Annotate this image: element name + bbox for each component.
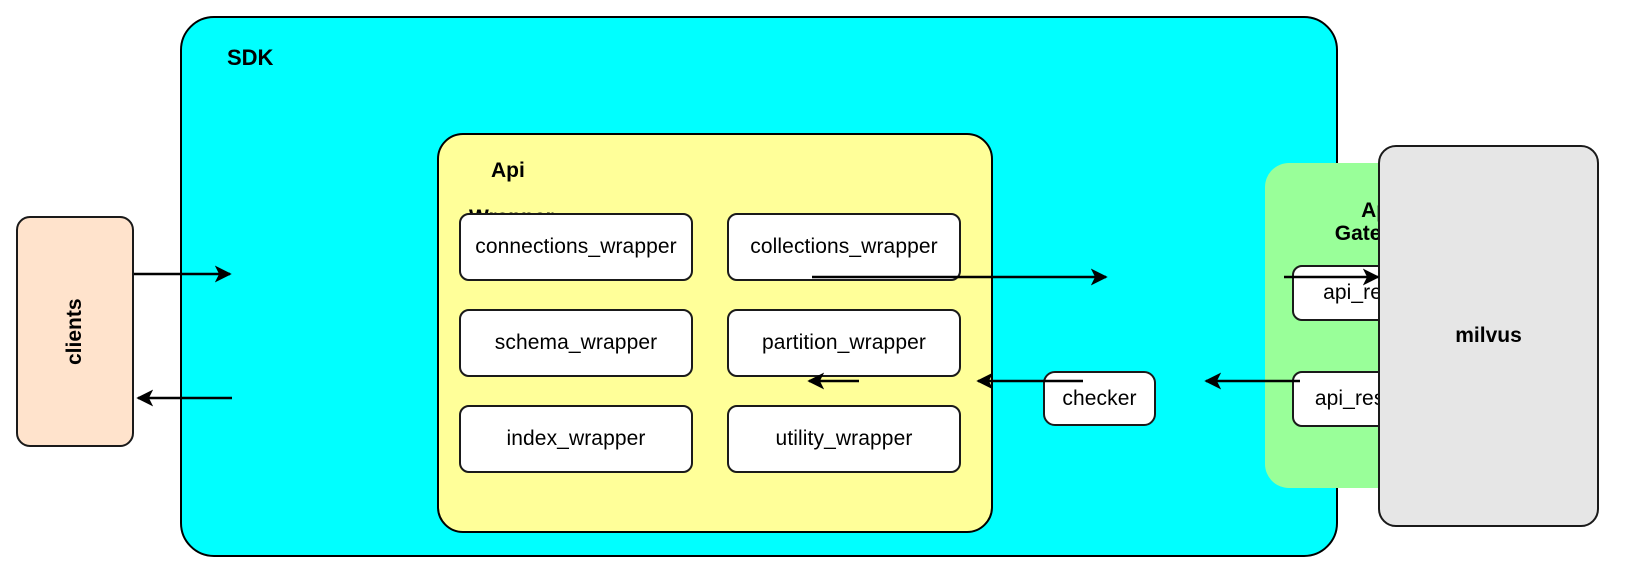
milvus-box[interactable]: milvus [1378, 145, 1599, 527]
checker-box[interactable]: checker [1043, 371, 1156, 426]
index-wrapper-box[interactable]: index_wrapper [459, 405, 693, 473]
partition-wrapper-box[interactable]: partition_wrapper [727, 309, 961, 377]
utility-wrapper-box[interactable]: utility_wrapper [727, 405, 961, 473]
clients-label: clients [63, 298, 86, 365]
sdk-container[interactable]: SDK Api Wrapper connections_wrapper coll… [180, 16, 1491, 557]
collections-wrapper-box[interactable]: collections_wrapper [727, 213, 961, 281]
schema-wrapper-box[interactable]: schema_wrapper [459, 309, 693, 377]
connections-wrapper-box[interactable]: connections_wrapper [459, 213, 693, 281]
clients-box[interactable]: clients [16, 216, 134, 447]
api-wrapper-container[interactable]: Api Wrapper connections_wrapper collecti… [437, 133, 993, 533]
api-wrapper-title-line1: Api [491, 158, 525, 182]
sdk-title: SDK [227, 45, 274, 70]
